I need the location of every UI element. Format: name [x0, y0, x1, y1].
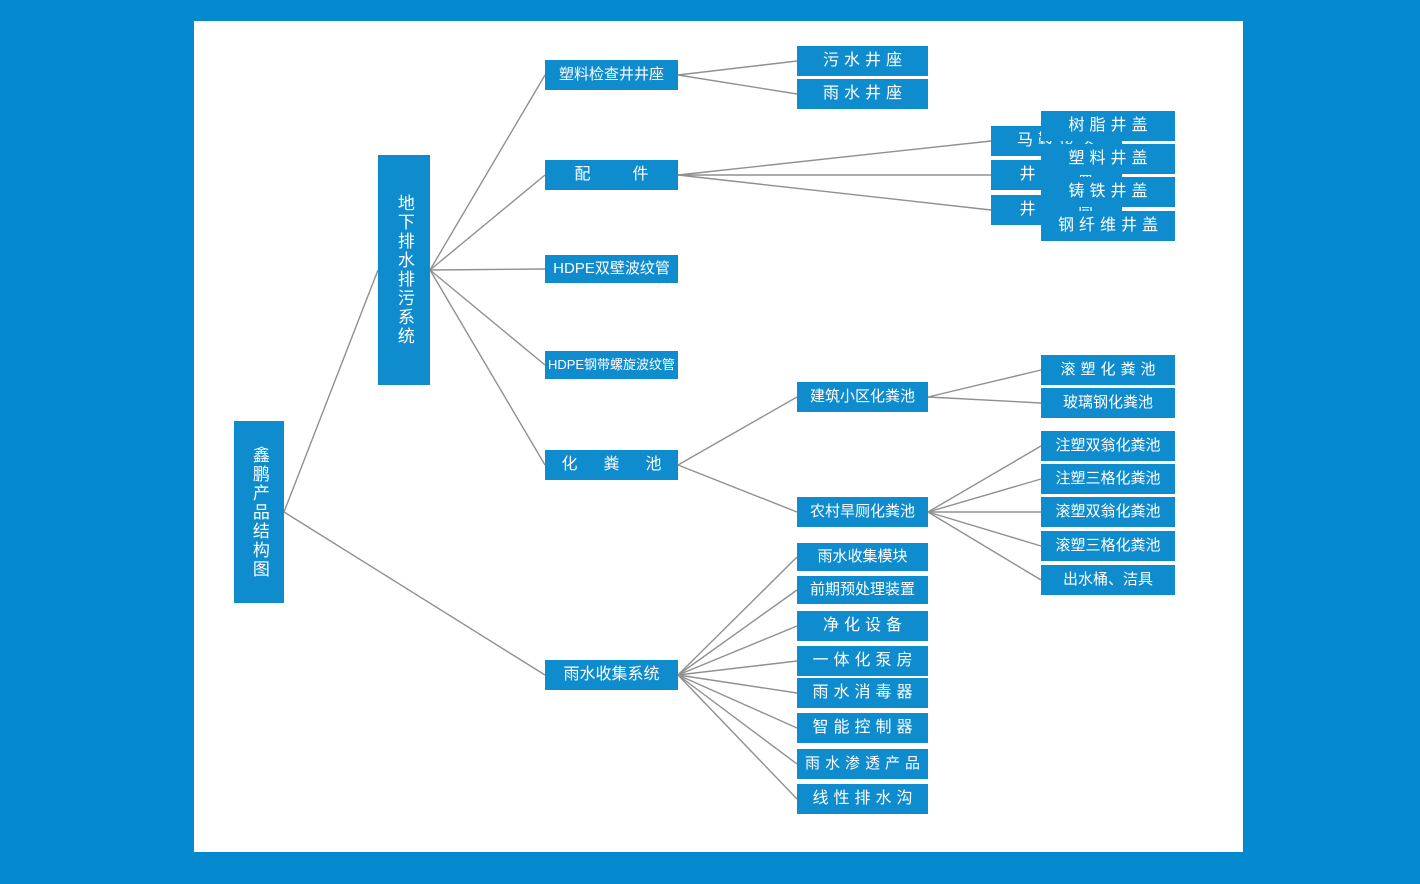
node-l4-rotomold-septic[interactable]: 滚塑化粪池 — [1041, 355, 1175, 385]
edge-l2-fittings-to-l3-manhole-shaft — [677, 174, 992, 211]
node-l3-pretreatment[interactable]: 前期预处理装置 — [797, 576, 928, 604]
node-l4-outlet-bucket[interactable]: 出水桶、洁具 — [1041, 565, 1175, 595]
edge-l2-rainwater-system-to-l3-linear-drain — [677, 674, 798, 800]
edge-l2-septic-tank-to-l3-rural-septic — [677, 464, 798, 513]
node-l2-hdpe-double-wall[interactable]: HDPE双壁波纹管 — [545, 255, 678, 283]
edge-l1-underground-to-l2-plastic-manhole-base — [429, 74, 546, 271]
node-l3-infiltration-product[interactable]: 雨水渗透产品 — [797, 749, 928, 779]
edge-l2-rainwater-system-to-l3-integrated-pump — [677, 660, 798, 676]
edge-l1-underground-to-l2-fittings — [429, 174, 546, 271]
edge-l3-rural-septic-to-l4-inject-double — [927, 445, 1042, 513]
node-l4-roto-double[interactable]: 滚塑双翁化粪池 — [1041, 497, 1175, 527]
node-l4-cast-iron-cover[interactable]: 铸铁井盖 — [1041, 177, 1175, 207]
node-l4-plastic-cover[interactable]: 塑料井盖 — [1041, 144, 1175, 174]
node-l3-rain-module[interactable]: 雨水收集模块 — [797, 543, 928, 571]
node-l2-rainwater-system[interactable]: 雨水收集系统 — [545, 660, 678, 690]
edge-l2-rainwater-system-to-l3-rain-module — [677, 556, 798, 676]
edge-l3-rural-septic-to-l4-inject-three — [927, 478, 1042, 513]
node-l4-steel-fiber-cover[interactable]: 钢纤维井盖 — [1041, 211, 1175, 241]
node-l2-hdpe-steel-spiral[interactable]: HDPE钢带螺旋波纹管 — [545, 351, 678, 379]
edge-l1-underground-to-l2-hdpe-steel-spiral — [429, 269, 546, 366]
edge-l2-plastic-manhole-base-to-l3-sewage-base — [677, 60, 798, 76]
node-l4-inject-three[interactable]: 注塑三格化粪池 — [1041, 464, 1175, 494]
node-l3-rain-base[interactable]: 雨水井座 — [797, 79, 928, 109]
edge-l3-building-septic-to-l4-frp-septic — [927, 396, 1042, 404]
node-l3-smart-controller[interactable]: 智能控制器 — [797, 713, 928, 743]
node-l2-fittings[interactable]: 配 件 — [545, 160, 678, 190]
edge-l1-underground-to-l2-septic-tank — [429, 269, 546, 466]
edge-l2-septic-tank-to-l3-building-septic — [677, 396, 798, 466]
node-l4-frp-septic[interactable]: 玻璃钢化粪池 — [1041, 388, 1175, 418]
node-root[interactable]: 鑫鹏产品结构图 — [234, 421, 284, 603]
node-l2-plastic-manhole-base[interactable]: 塑料检查井井座 — [545, 60, 678, 90]
node-l3-linear-drain[interactable]: 线性排水沟 — [797, 784, 928, 814]
edge-l1-underground-to-l2-hdpe-double-wall — [429, 268, 546, 271]
node-l4-inject-double[interactable]: 注塑双翁化粪池 — [1041, 431, 1175, 461]
node-l3-rural-septic[interactable]: 农村旱厕化粪池 — [797, 497, 928, 527]
edge-l2-rainwater-system-to-l3-purify-device — [677, 625, 798, 676]
edge-l2-plastic-manhole-base-to-l3-rain-base — [677, 74, 798, 95]
edge-l2-rainwater-system-to-l3-rain-sterilizer — [677, 674, 798, 694]
node-l1-underground[interactable]: 地下排水排污系统 — [378, 155, 430, 385]
node-l3-building-septic[interactable]: 建筑小区化粪池 — [797, 382, 928, 412]
edge-l2-rainwater-system-to-l3-smart-controller — [677, 674, 798, 729]
node-l3-sewage-base[interactable]: 污水井座 — [797, 46, 928, 76]
node-l3-integrated-pump[interactable]: 一体化泵房 — [797, 646, 928, 676]
diagram-canvas: 鑫鹏产品结构图 地下排水排污系统 塑料检查井井座配 件 HDPE双壁波纹管 HDPE钢带… — [194, 21, 1243, 852]
node-l4-roto-three[interactable]: 滚塑三格化粪池 — [1041, 531, 1175, 561]
edge-root-to-l1-underground — [283, 269, 379, 513]
node-l3-purify-device[interactable]: 净化设备 — [797, 611, 928, 641]
edge-root-to-l2-rainwater-system — [283, 511, 546, 676]
node-l3-rain-sterilizer[interactable]: 雨水消毒器 — [797, 678, 928, 708]
edge-l2-rainwater-system-to-l3-pretreatment — [677, 589, 798, 676]
edge-l2-rainwater-system-to-l3-infiltration-product — [677, 674, 798, 765]
node-l4-resin-cover[interactable]: 树脂井盖 — [1041, 111, 1175, 141]
edge-l3-rural-septic-to-l4-outlet-bucket — [927, 511, 1042, 581]
edge-l2-fittings-to-l3-saddle-joint — [677, 140, 992, 176]
edge-l3-building-septic-to-l4-rotomold-septic — [927, 369, 1042, 398]
edge-l3-rural-septic-to-l4-roto-three — [927, 511, 1042, 547]
node-l2-septic-tank[interactable]: 化 粪 池 — [545, 450, 678, 480]
